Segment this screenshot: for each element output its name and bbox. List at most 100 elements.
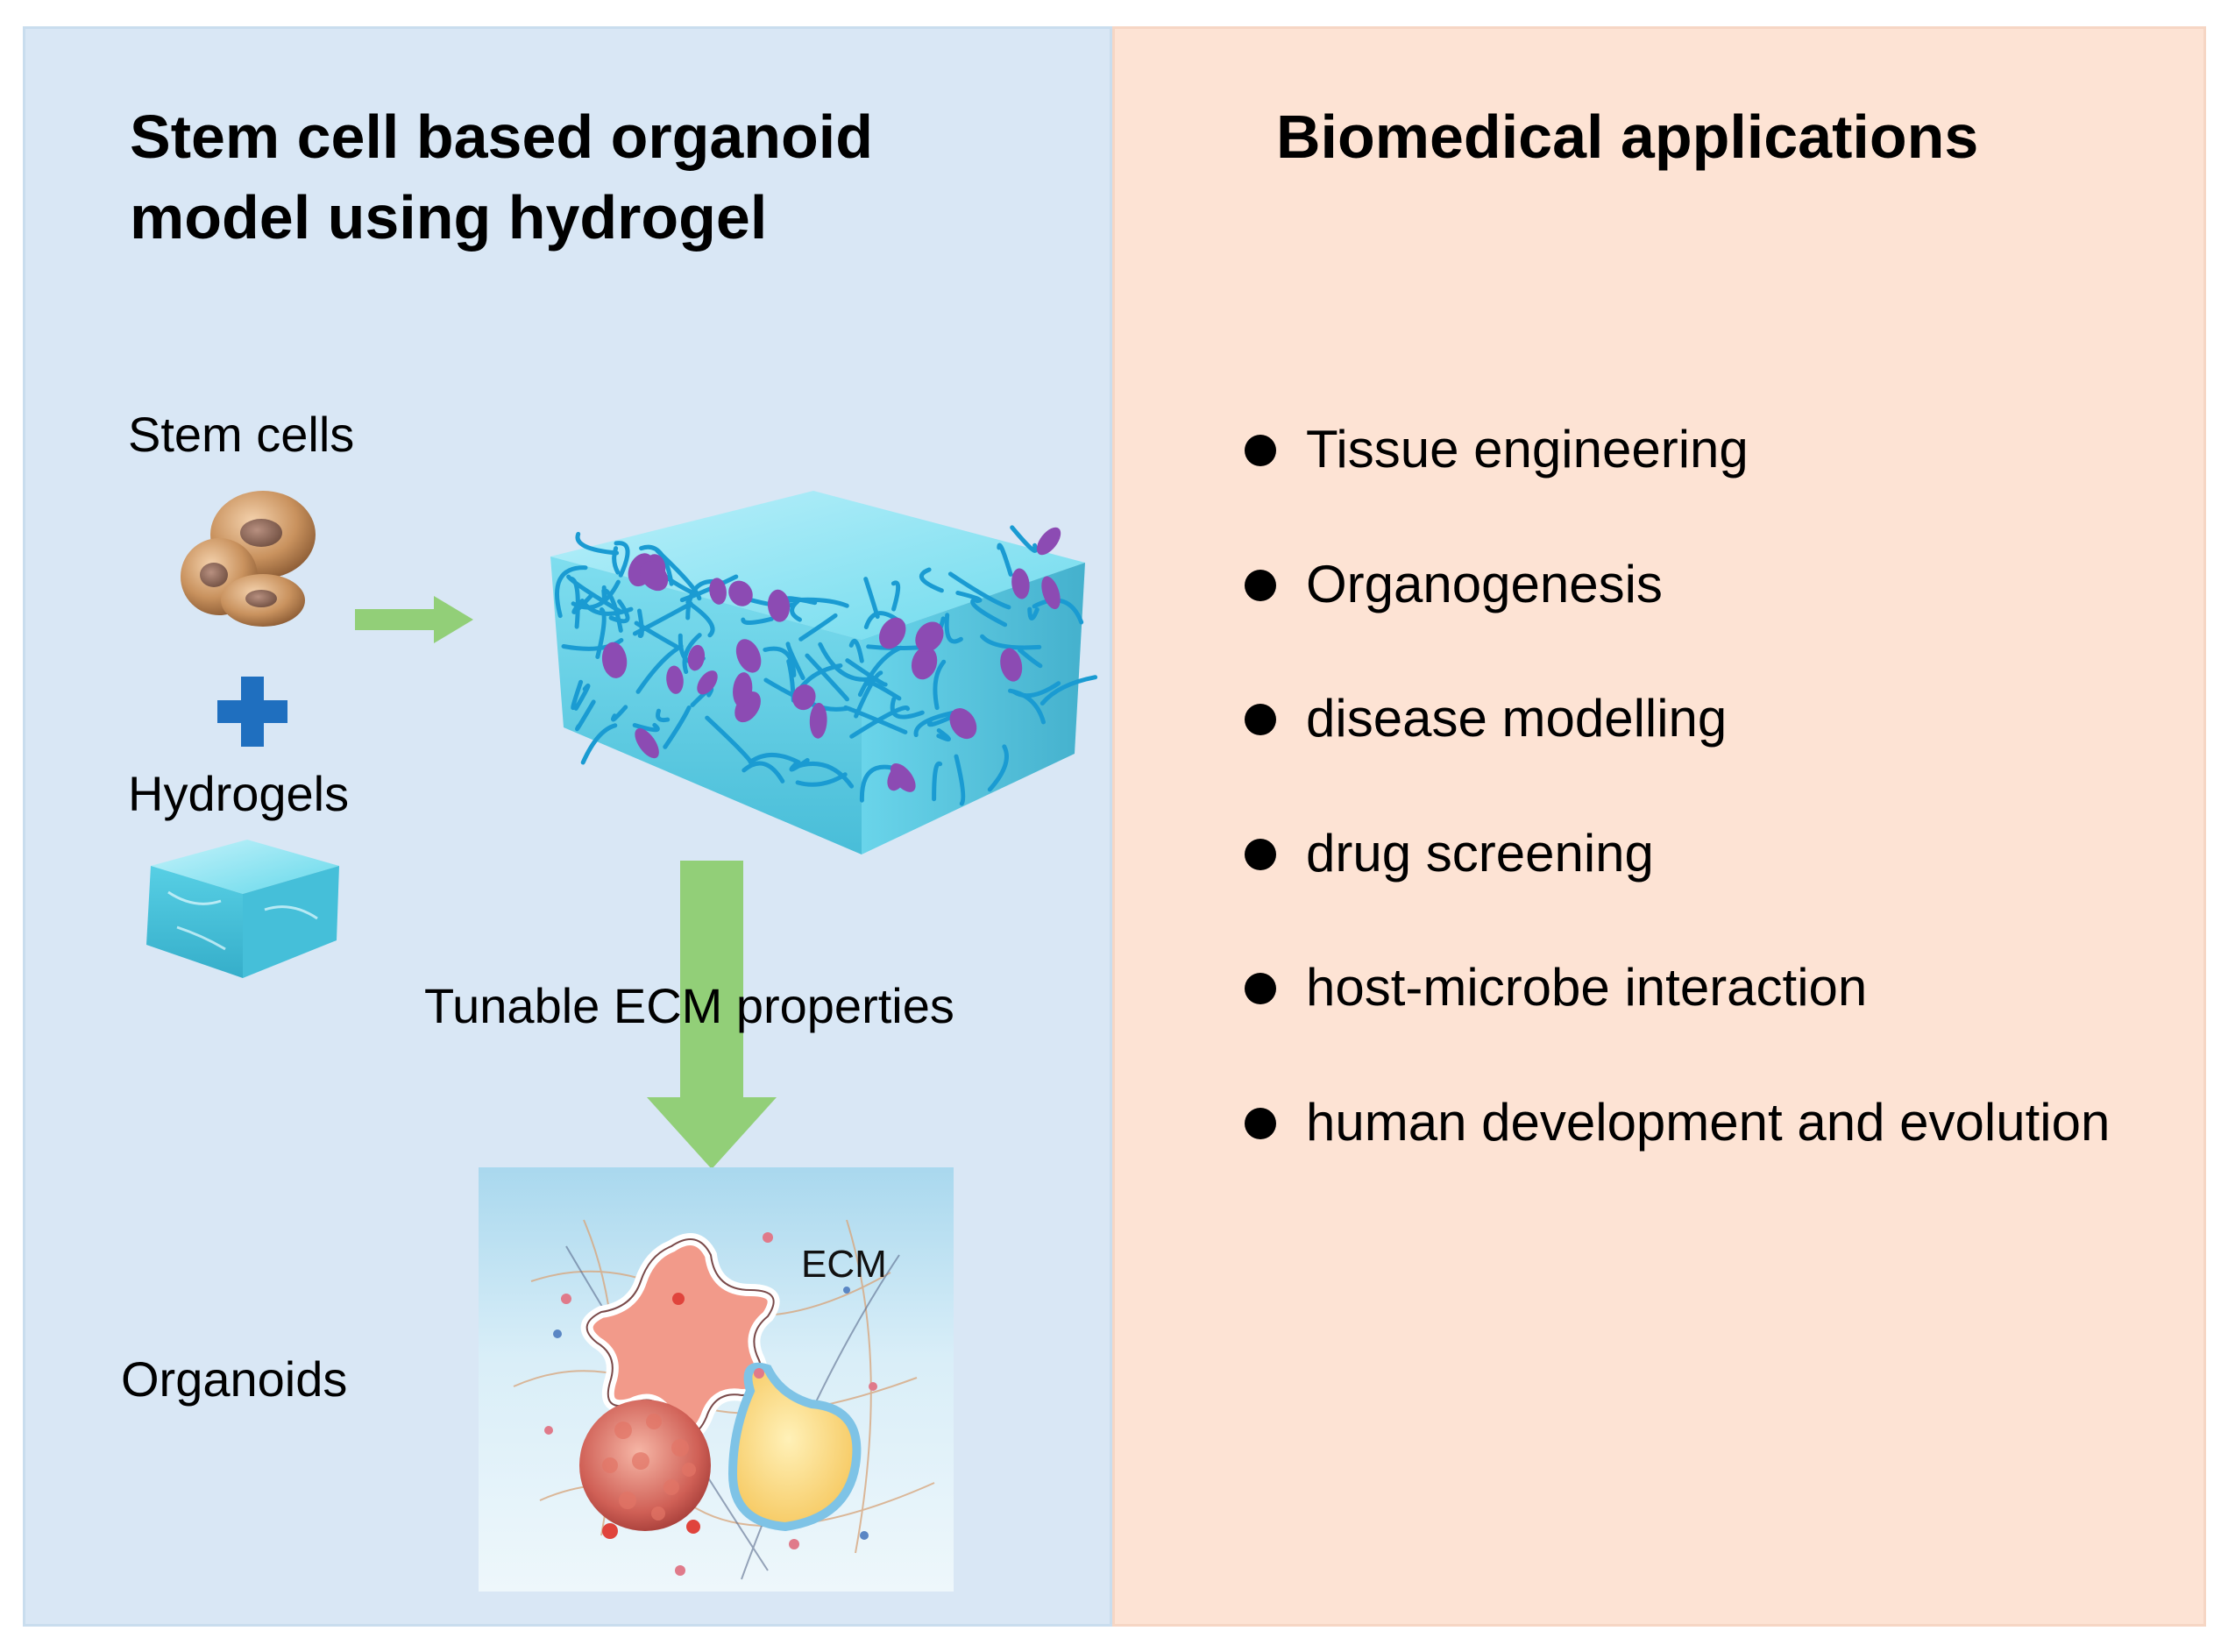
embedded-cell [735, 639, 762, 673]
hydrogel-cube-icon [146, 840, 339, 978]
hydrogel-fiber [604, 588, 623, 633]
list-item-text: Organogenesis [1306, 554, 1663, 613]
hydrogel-fiber [798, 613, 838, 642]
tunable-ecm-label: Tunable ECM properties [424, 978, 954, 1033]
list-item-text: host-microbe interaction [1306, 958, 1868, 1017]
hydrogel-fiber [682, 633, 702, 674]
hydrogel-fiber [612, 546, 621, 575]
hydrogel-fiber [1010, 525, 1039, 553]
organoids-illustration: ECM [479, 1167, 954, 1592]
hydrogel-fiber [580, 723, 618, 765]
embedded-cell [1041, 576, 1061, 610]
hydrogel-fiber [849, 705, 911, 739]
hydrogel-fiber [955, 591, 983, 604]
hydrogel-fiber [947, 571, 1011, 610]
hydrogel-fiber [980, 634, 1042, 650]
list-item-text: Tissue engineering [1306, 420, 1749, 479]
embedded-cell [1036, 527, 1061, 556]
embedded-cell [640, 561, 669, 592]
hydrogel-fiber [933, 659, 947, 711]
hydrogel-fiber [845, 658, 888, 687]
embedded-cell [911, 646, 938, 680]
hydrogel-fiber [561, 638, 624, 651]
bullet-icon [1245, 973, 1276, 1005]
hydrogel-fiber [679, 574, 739, 603]
hydrogel-fiber [890, 697, 925, 720]
hydrogel-fiber [859, 764, 898, 803]
hydrogel-fiber [742, 761, 785, 783]
embedded-cell [879, 617, 906, 649]
hydrogel-fiber [790, 761, 855, 789]
right-arrow-small [355, 596, 473, 643]
hydrogel-fiber [913, 711, 955, 738]
hydrogel-fiber [987, 744, 1009, 792]
ecm-label: ECM [801, 1243, 887, 1286]
embedded-cell [687, 644, 706, 671]
bullet-icon [1245, 435, 1276, 466]
hydrogel-fiber [637, 608, 644, 638]
embedded-cell [709, 578, 727, 605]
right-panel-title: Biomedical applications [1276, 103, 1979, 171]
embedded-cell [767, 589, 791, 622]
hydrogel-fiber [932, 761, 943, 802]
hydrogel-fiber [1032, 598, 1084, 625]
embedded-cell [890, 762, 916, 792]
hydrogel-fiber [1018, 648, 1043, 669]
hydrogel-fiber [579, 599, 634, 616]
bullet-icon [1245, 704, 1276, 736]
embedded-cell [809, 702, 827, 739]
down-arrow-large [647, 861, 777, 1169]
hydrogel-fiber [573, 683, 591, 711]
hydrogel-fiber [763, 646, 797, 677]
hydrogel-fiber [741, 616, 774, 626]
embedded-cell [949, 708, 977, 740]
bullet-icon [1245, 569, 1276, 601]
hydrogel-fiber [555, 565, 588, 619]
hydrogel-fiber [790, 599, 802, 622]
embedded-cell [697, 670, 718, 695]
hydrogel-fiber [610, 705, 628, 722]
stem-cells-icon [181, 491, 316, 627]
hydrogel-fiber [970, 598, 1008, 627]
hydrogel-fiber [936, 728, 951, 742]
hydrogel-fiber [608, 599, 630, 624]
hydrogel-fiber [656, 708, 671, 723]
hydrogel-fiber [1040, 675, 1098, 705]
hydrogel-fiber [1027, 606, 1040, 621]
embedded-cell [601, 642, 628, 678]
hydrogel-fiber [575, 531, 620, 556]
hydrogel-fiber [571, 679, 584, 711]
embedded-cell [733, 672, 753, 707]
hydrogel-fiber [748, 752, 801, 765]
list-item-text: human development and evolution [1306, 1092, 2111, 1152]
hydrogel-fiber [786, 597, 849, 608]
hydrogel-fiber [663, 705, 692, 749]
left-title-line-2: model using hydrogel [130, 183, 768, 252]
hydrogel-fiber [848, 639, 864, 663]
embedded-cell [1011, 568, 1030, 599]
organoids-label: Organoids [121, 1351, 348, 1407]
hydrogel-fiber [685, 599, 715, 638]
bullet-icon [1245, 838, 1276, 870]
hydrogel-fiber [575, 699, 596, 732]
hydrogel-fiber [639, 544, 674, 586]
hydrogel-fiber [997, 542, 1013, 577]
cell-laden-hydrogel-icon [550, 491, 1098, 854]
hydrogel-fiber [635, 644, 684, 694]
hydrogel-fiber [632, 722, 660, 733]
list-item-text: drug screening [1306, 823, 1654, 883]
right-panel [1112, 26, 2206, 1627]
hydrogel-fiber [632, 601, 693, 636]
hydrogel-fiber [944, 613, 963, 644]
hydrogel-fiber [818, 642, 874, 682]
hydrogel-fiber [566, 574, 622, 613]
hydrogel-fiber [805, 653, 849, 702]
embedded-cell [915, 621, 944, 652]
stem-cells-label: Stem cells [128, 407, 355, 462]
embedded-cell [635, 727, 659, 759]
hydrogel-fiber [919, 567, 944, 593]
left-title-line-1: Stem cell based organoid [130, 103, 873, 171]
embedded-cell [1000, 648, 1023, 682]
embedded-cell [792, 684, 816, 711]
hydrogel-fiber [891, 580, 901, 612]
